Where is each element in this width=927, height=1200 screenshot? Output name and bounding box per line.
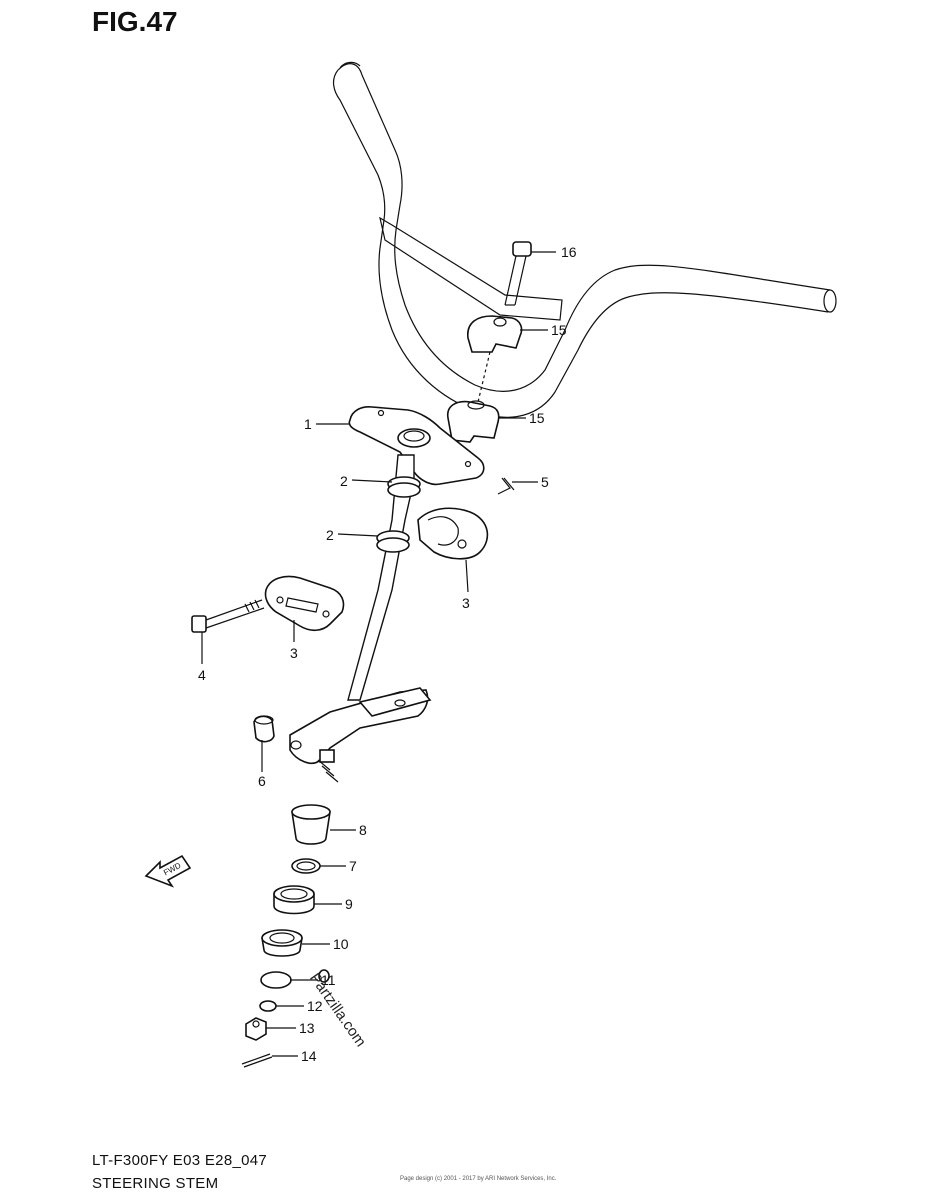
figure-title: FIG.47	[92, 6, 178, 37]
callout-14: 14	[301, 1048, 317, 1064]
callout-11: 11	[321, 972, 336, 988]
callout-12: 12	[307, 998, 323, 1014]
callout-4: 4	[198, 667, 206, 683]
shaft-holder-right-3[interactable]	[417, 507, 489, 560]
callout-10: 10	[333, 936, 349, 952]
fwd-arrow-icon: FWD	[144, 854, 192, 888]
callout-2-lower: 2	[326, 527, 334, 543]
steering-shaft[interactable]	[289, 454, 432, 783]
callout-8: 8	[359, 822, 367, 838]
handlebar-bolt-16[interactable]	[504, 241, 532, 306]
cotter-pin-14[interactable]	[241, 1053, 273, 1068]
o-ring-7[interactable]	[291, 858, 321, 874]
callout-15-upper: 15	[551, 322, 567, 338]
callout-2-upper: 2	[340, 473, 348, 489]
callout-labels: 1 2 2 3 3 4 5 6 7 8 9 10 11 12 13 14 15 …	[198, 244, 577, 1064]
callout-3-right: 3	[462, 595, 470, 611]
leader-lines	[201, 251, 556, 1057]
figure-subtitle: STEERING STEM	[92, 1175, 219, 1192]
holder-bolt-4[interactable]	[191, 599, 265, 633]
callout-7: 7	[349, 858, 357, 874]
seal-10[interactable]	[261, 929, 303, 957]
callout-16: 16	[561, 244, 577, 260]
handlebar-holder-upper-15[interactable]	[467, 315, 523, 353]
nut-13[interactable]	[245, 1017, 267, 1041]
washer-11[interactable]	[260, 969, 330, 989]
copyright-notice: Page design (c) 2001 - 2017 by ARI Netwo…	[400, 1176, 557, 1182]
model-code: LT-F300FY E03 E28_047	[92, 1152, 268, 1169]
shaft-holder-left-3[interactable]	[264, 575, 345, 632]
callout-5: 5	[541, 474, 549, 490]
callout-9: 9	[345, 896, 353, 912]
collar-6[interactable]	[253, 715, 275, 743]
cotter-pin-5[interactable]	[497, 477, 515, 495]
handlebar[interactable]	[332, 61, 837, 418]
callout-13: 13	[299, 1020, 315, 1036]
handlebar-holder-lower-15[interactable]	[446, 351, 500, 443]
bushing-8[interactable]	[291, 804, 331, 845]
callout-1: 1	[304, 416, 312, 432]
bearing-9[interactable]	[273, 885, 315, 915]
upper-bracket-1[interactable]	[348, 406, 485, 486]
callout-15-lower: 15	[529, 410, 545, 426]
callout-6: 6	[258, 773, 266, 789]
callout-3-left: 3	[290, 645, 298, 661]
washer-12[interactable]	[259, 1000, 277, 1012]
